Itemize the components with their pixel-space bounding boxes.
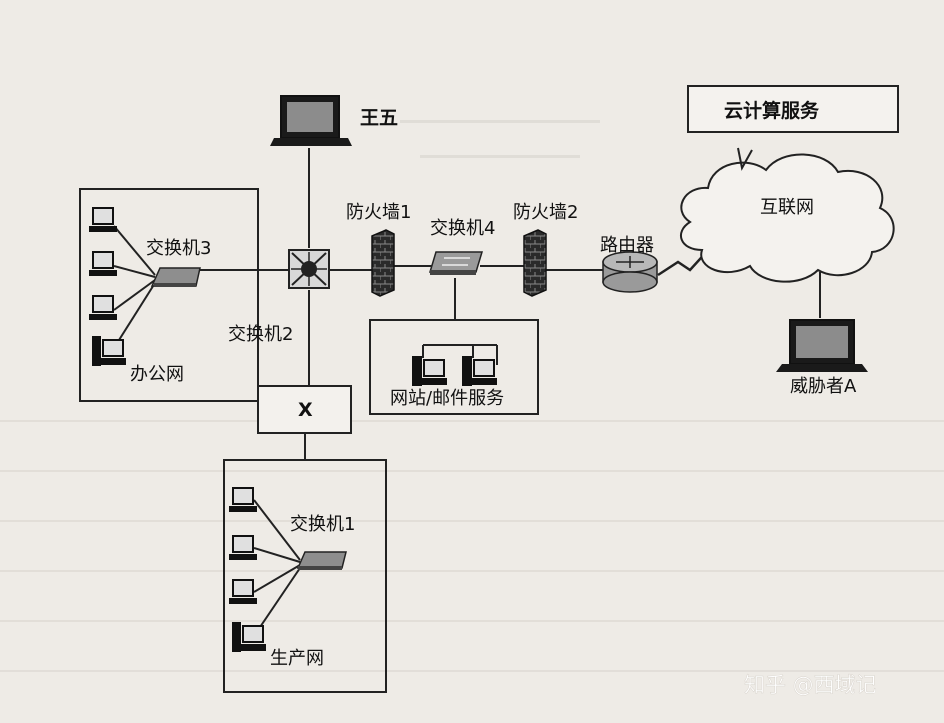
tower-pc-icon	[232, 622, 266, 652]
desktop-pc-icon	[89, 295, 117, 320]
router-icon	[602, 251, 658, 293]
desktop-pc-icon	[229, 487, 257, 512]
switch-hub-icon	[288, 249, 330, 289]
desktop-pc-icon	[229, 579, 257, 604]
firewall1-label: 防火墙1	[346, 202, 411, 223]
wan-link	[657, 247, 711, 277]
web-mail-label: 网站/邮件服务	[390, 388, 504, 409]
desktop-pc-icon	[89, 251, 117, 276]
internet-cloud	[679, 147, 895, 283]
web-mail-service-box	[369, 319, 539, 415]
server-icon	[412, 356, 447, 386]
switch-icon	[296, 551, 347, 570]
wang-wu-label: 王五	[360, 107, 398, 129]
background-bleed	[0, 120, 944, 672]
firewall-icon	[371, 229, 395, 297]
production-network-box	[223, 459, 387, 693]
switch1-label: 交换机1	[290, 514, 355, 535]
office-network-box	[79, 188, 259, 402]
firewall-icon	[523, 229, 547, 297]
tower-pc-icon	[92, 336, 126, 366]
server-icon	[462, 356, 497, 386]
internet-label: 互联网	[760, 197, 814, 218]
firewall2-label: 防火墙2	[513, 202, 578, 223]
watermark: 知乎 @西域记	[744, 673, 877, 697]
cloud-service-callout	[687, 85, 899, 133]
desktop-pc-icon	[89, 207, 117, 232]
production-net-label: 生产网	[270, 648, 324, 669]
switch4-label: 交换机4	[430, 218, 495, 239]
router-label: 路由器	[600, 235, 654, 256]
switch3-label: 交换机3	[146, 238, 211, 259]
office-net-label: 办公网	[130, 364, 184, 385]
switch2-label: 交换机2	[228, 324, 293, 345]
desktop-pc-icon	[229, 535, 257, 560]
connection-lines	[113, 148, 821, 637]
threat-actor-label: 威胁者A	[790, 376, 857, 397]
x-box[interactable]	[257, 385, 352, 434]
cloud-service-label: 云计算服务	[724, 99, 820, 122]
switch-icon	[428, 251, 484, 275]
laptop-icon	[776, 319, 868, 372]
switch-icon	[150, 267, 201, 287]
laptop-icon	[270, 95, 352, 146]
x-label: X	[298, 399, 313, 421]
